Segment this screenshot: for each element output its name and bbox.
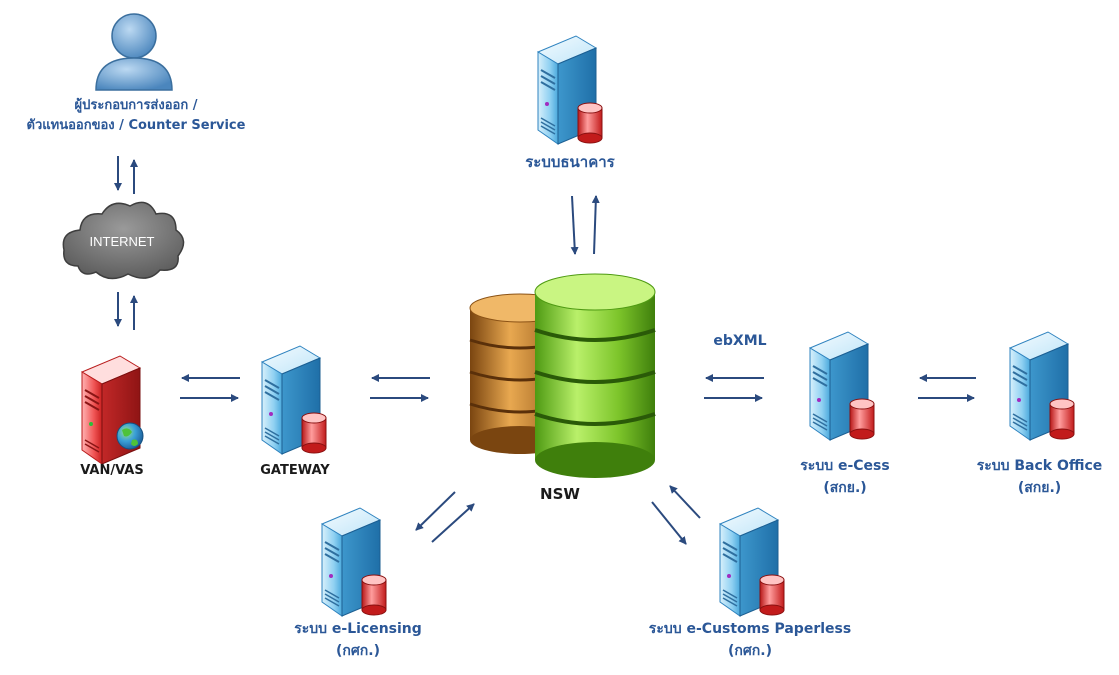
server-icon — [537, 35, 603, 145]
ecess-label-line2: (สกย.) — [823, 479, 867, 496]
ecustoms-label-line1: ระบบ e-Customs Paperless — [648, 621, 852, 637]
arrow-nsw-to-elicensing — [415, 491, 456, 531]
ecess-label: ระบบ e-Cess (สกย.) — [770, 456, 920, 499]
van-label: VAN/VAS — [80, 463, 144, 478]
backoffice-label: ระบบ Back Office (สกย.) — [960, 456, 1119, 499]
server-icon — [719, 507, 785, 617]
database-icon — [469, 273, 656, 478]
nsw-label: NSW — [540, 485, 580, 503]
backoffice-label-line1: ระบบ Back Office — [976, 458, 1103, 474]
arrow-bank-to-nsw — [570, 195, 579, 255]
elicensing-label: ระบบ e-Licensing (กศก.) — [268, 619, 448, 662]
ecustoms-label-line2: (กศก.) — [728, 642, 772, 659]
arrow-nsw-to-ecustoms — [651, 501, 687, 545]
server-icon — [809, 331, 875, 441]
ecustoms-label: ระบบ e-Customs Paperless (กศก.) — [620, 619, 880, 662]
user-icon — [95, 13, 173, 91]
red-server-globe-icon — [80, 355, 144, 465]
bank-label: ระบบธนาคาร — [525, 153, 615, 171]
ebxml-label: ebXML — [713, 333, 767, 349]
internet-label: INTERNET — [90, 234, 155, 249]
arrow-elicensing-to-nsw — [431, 503, 475, 543]
elicensing-label-line2: (กศก.) — [336, 642, 380, 659]
gateway-label: GATEWAY — [260, 463, 330, 478]
server-icon — [261, 345, 327, 455]
ecess-label-line1: ระบบ e-Cess — [800, 458, 890, 474]
server-icon — [1009, 331, 1075, 441]
user-label-line2: ตัวแทนออกของ / Counter Service — [26, 118, 246, 134]
backoffice-label-line2: (สกย.) — [1017, 479, 1062, 496]
user-label: ผู้ประกอบการส่งออก / ตัวแทนออกของ / Coun… — [0, 96, 272, 136]
cloud-icon — [62, 201, 185, 280]
arrow-ecustoms-to-nsw — [669, 485, 701, 519]
user-label-line1: ผู้ประกอบการส่งออก / — [74, 98, 198, 113]
arrow-nsw-to-bank — [591, 195, 600, 255]
server-icon — [321, 507, 387, 617]
elicensing-label-line1: ระบบ e-Licensing — [294, 621, 422, 637]
